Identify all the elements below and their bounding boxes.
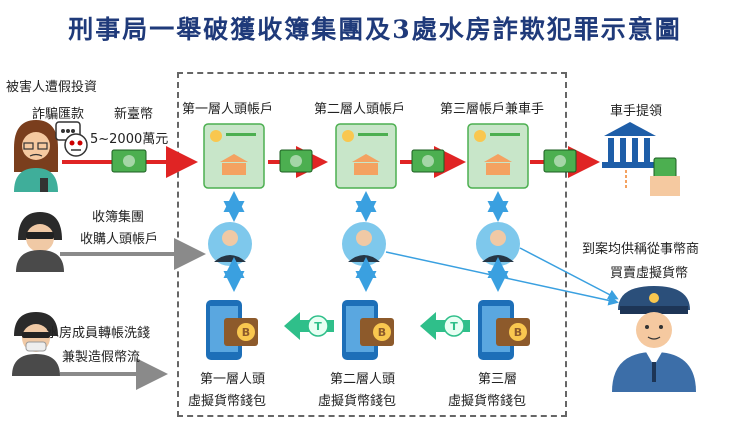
wallet-label-layer-3-line-2: 虛擬貨幣錢包: [448, 394, 527, 409]
scam-speech-bubble-icon: [55, 121, 88, 157]
confession-link-line: [519, 247, 619, 300]
launderer-label-line-2: 兼製造假幣流: [62, 350, 141, 365]
collector-label-line-1: 收簿集團: [92, 210, 145, 225]
account-label-layer-3: 第三層帳戶兼車手: [440, 102, 545, 117]
police-officer-icon: [612, 286, 696, 392]
bank-account-card-icon: [203, 123, 265, 189]
nominee-person-icon: [342, 222, 386, 266]
crypto-wallet-phone-icon: B: [206, 300, 258, 360]
cash-icon: [411, 149, 445, 173]
money-launderer-icon: [12, 312, 60, 376]
tether-transfer-arrow: T: [420, 312, 470, 340]
bank-building-icon: [602, 122, 680, 196]
svg-text:B: B: [514, 326, 522, 339]
fraud-transfer-label: 詐騙匯款: [32, 107, 85, 122]
crypto-wallet-phone-icon: B: [478, 300, 530, 360]
police-label-line-2: 買賣虛擬貨幣: [610, 266, 689, 281]
svg-text:B: B: [378, 326, 386, 339]
svg-text:T: T: [314, 320, 322, 333]
wallet-label-layer-3-line-1: 第三層: [478, 372, 518, 387]
crypto-wallet-phone-icon: B: [342, 300, 394, 360]
wallet-label-layer-2-line-2: 虛擬貨幣錢包: [318, 394, 397, 409]
launderer-label-line-1: 水房成員轉帳洗錢: [46, 326, 151, 341]
collector-label-line-2: 收購人頭帳戶: [80, 232, 159, 247]
svg-text:B: B: [242, 326, 250, 339]
nominee-person-icon: [476, 222, 520, 266]
currency-label: 新臺幣: [114, 107, 154, 122]
police-label-line-1: 到案均供稱從事幣商: [582, 242, 700, 257]
victim-label: 被害人遭假投資: [6, 80, 98, 95]
masked-collector-icon: [16, 212, 64, 272]
diagram-title: 刑事局一舉破獲收簿集團及3處水房詐欺犯罪示意圖: [68, 15, 682, 44]
confession-link-line: [385, 251, 619, 306]
wallet-label-layer-2-line-1: 第二層人頭: [330, 372, 396, 387]
account-label-layer-2: 第二層人頭帳戶: [314, 102, 406, 117]
nominee-person-icon: [208, 222, 252, 266]
cash-icon: [111, 149, 147, 173]
tether-transfer-arrow: T: [284, 312, 334, 340]
bank-account-card-icon: [335, 123, 397, 189]
cash-icon: [543, 149, 577, 173]
amount-label: 5~2000萬元: [90, 132, 169, 147]
cash-out-label: 車手提領: [610, 104, 663, 119]
wallet-label-layer-1-line-2: 虛擬貨幣錢包: [188, 394, 267, 409]
bank-account-card-icon: [467, 123, 529, 189]
svg-text:T: T: [450, 320, 458, 333]
account-label-layer-1: 第一層人頭帳戶: [182, 102, 274, 117]
wallet-label-layer-1-line-1: 第一層人頭: [200, 372, 266, 387]
cash-icon: [279, 149, 313, 173]
victim-woman-icon: [14, 120, 58, 192]
